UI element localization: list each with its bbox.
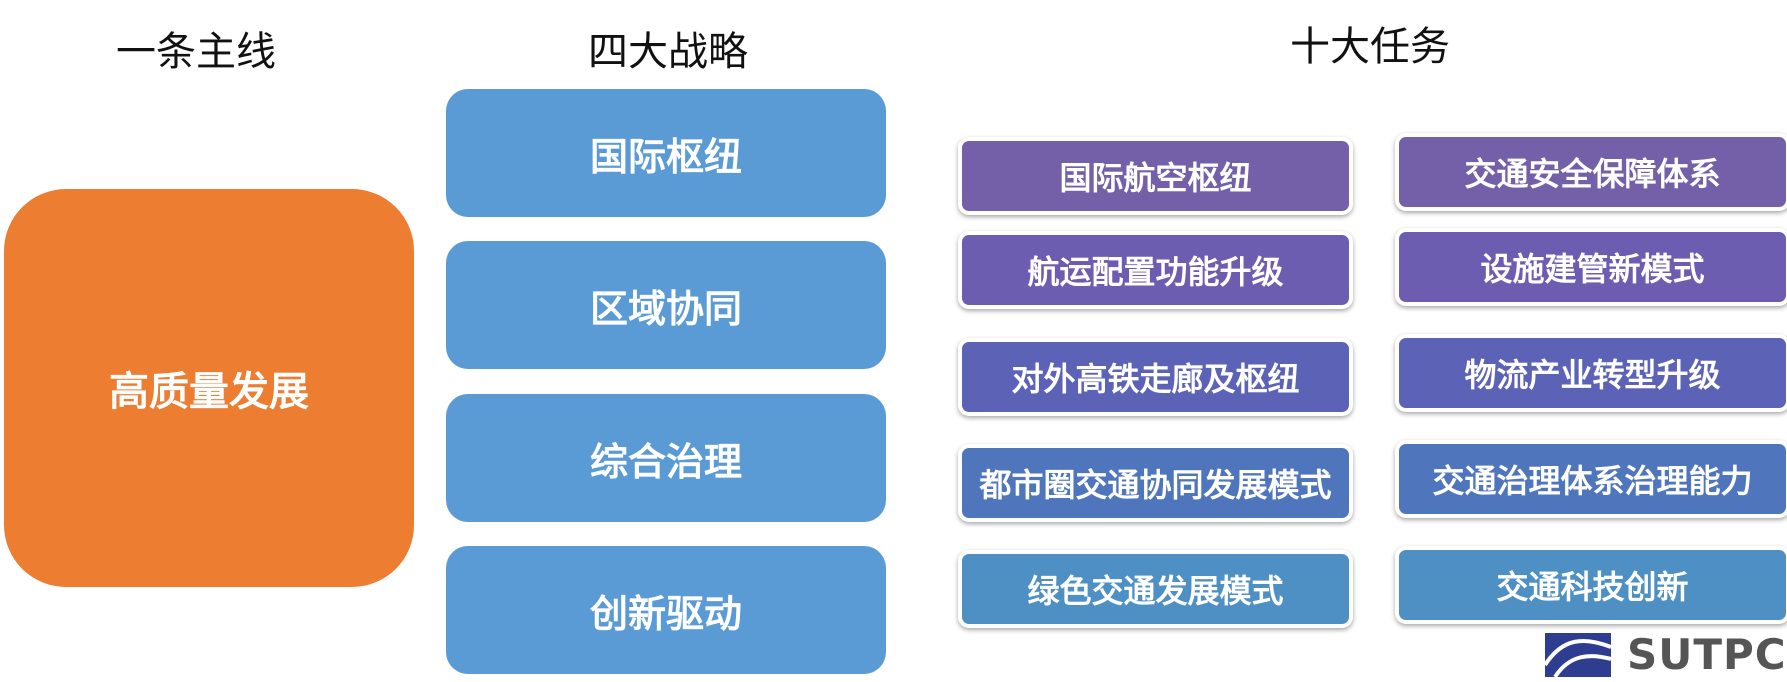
task-box: 都市圈交通协同发展模式 [958, 444, 1353, 522]
sutpc-logo-text: SUTPC [1627, 630, 1787, 679]
main-line-label: 高质量发展 [109, 369, 309, 415]
task-label: 设施建管新模式 [1480, 250, 1705, 288]
task-box: 设施建管新模式 [1395, 228, 1787, 306]
strategy-label: 创新驱动 [589, 591, 742, 636]
sutpc-logo: SUTPC [1545, 630, 1787, 679]
sutpc-logo-icon [1545, 633, 1611, 677]
task-box: 绿色交通发展模式 [958, 550, 1353, 628]
strategy-box-2: 区域协同 [446, 241, 886, 369]
heading-tasks: 十大任务 [1290, 24, 1450, 70]
task-box: 交通科技创新 [1395, 546, 1787, 624]
task-label: 国际航空枢纽 [1059, 159, 1252, 197]
task-label: 交通科技创新 [1496, 568, 1689, 606]
task-box: 物流产业转型升级 [1395, 334, 1787, 412]
strategy-label: 区域协同 [589, 286, 742, 331]
task-box: 航运配置功能升级 [958, 231, 1353, 309]
task-label: 对外高铁走廊及枢纽 [1011, 360, 1300, 398]
task-label: 绿色交通发展模式 [1027, 572, 1284, 610]
task-label: 交通安全保障体系 [1464, 155, 1721, 193]
main-line-box: 高质量发展 [4, 189, 414, 587]
heading-main-line: 一条主线 [116, 29, 276, 75]
task-label: 航运配置功能升级 [1027, 253, 1284, 291]
task-label: 物流产业转型升级 [1464, 356, 1721, 394]
task-box: 交通安全保障体系 [1395, 133, 1787, 211]
strategy-box-3: 综合治理 [446, 394, 886, 522]
task-label: 交通治理体系治理能力 [1432, 462, 1753, 500]
strategy-label: 国际枢纽 [589, 134, 742, 179]
strategy-label: 综合治理 [589, 439, 742, 484]
heading-strategies: 四大战略 [588, 29, 748, 75]
strategy-box-4: 创新驱动 [446, 546, 886, 674]
task-box: 交通治理体系治理能力 [1395, 440, 1787, 518]
task-box: 对外高铁走廊及枢纽 [958, 338, 1353, 416]
strategy-box-1: 国际枢纽 [446, 89, 886, 217]
task-box: 国际航空枢纽 [958, 137, 1353, 215]
task-label: 都市圈交通协同发展模式 [979, 466, 1332, 504]
